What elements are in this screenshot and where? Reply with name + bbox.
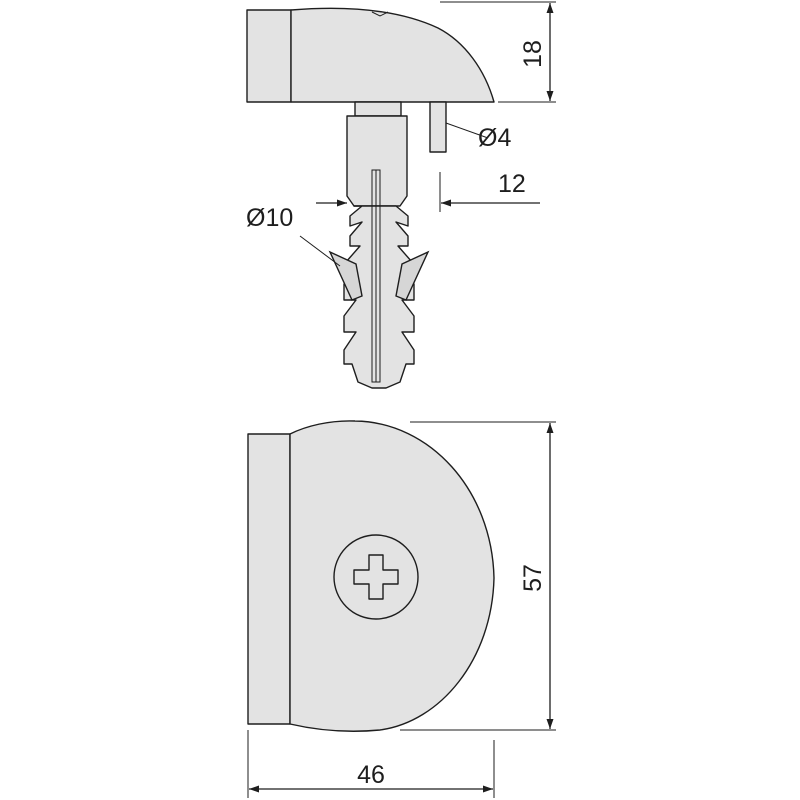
plug-collar [354,101,402,117]
phillips-screw-icon [353,554,399,600]
dim-12-label: 12 [498,170,526,198]
dim-46-label: 46 [357,761,385,789]
side-dome-notch [371,11,389,17]
front-view: 57 46 [247,420,556,798]
side-view: 18 Ø4 12 Ø10 [246,1,556,389]
dim-plug-label: Ø10 [246,204,293,232]
dim-plug-leader [299,235,341,267]
dim-pin-label: Ø4 [478,124,511,152]
plug-wing-right [395,250,430,301]
dim-pin-leader [445,122,489,139]
dim-18-label: 18 [519,40,547,68]
wall-plug [343,205,415,389]
side-back-block [246,9,292,103]
side-dome-body [290,7,495,103]
dim-57-label: 57 [519,564,547,592]
front-back-block [247,433,291,725]
plug-sleeve [346,115,408,207]
guide-pin [429,101,447,153]
